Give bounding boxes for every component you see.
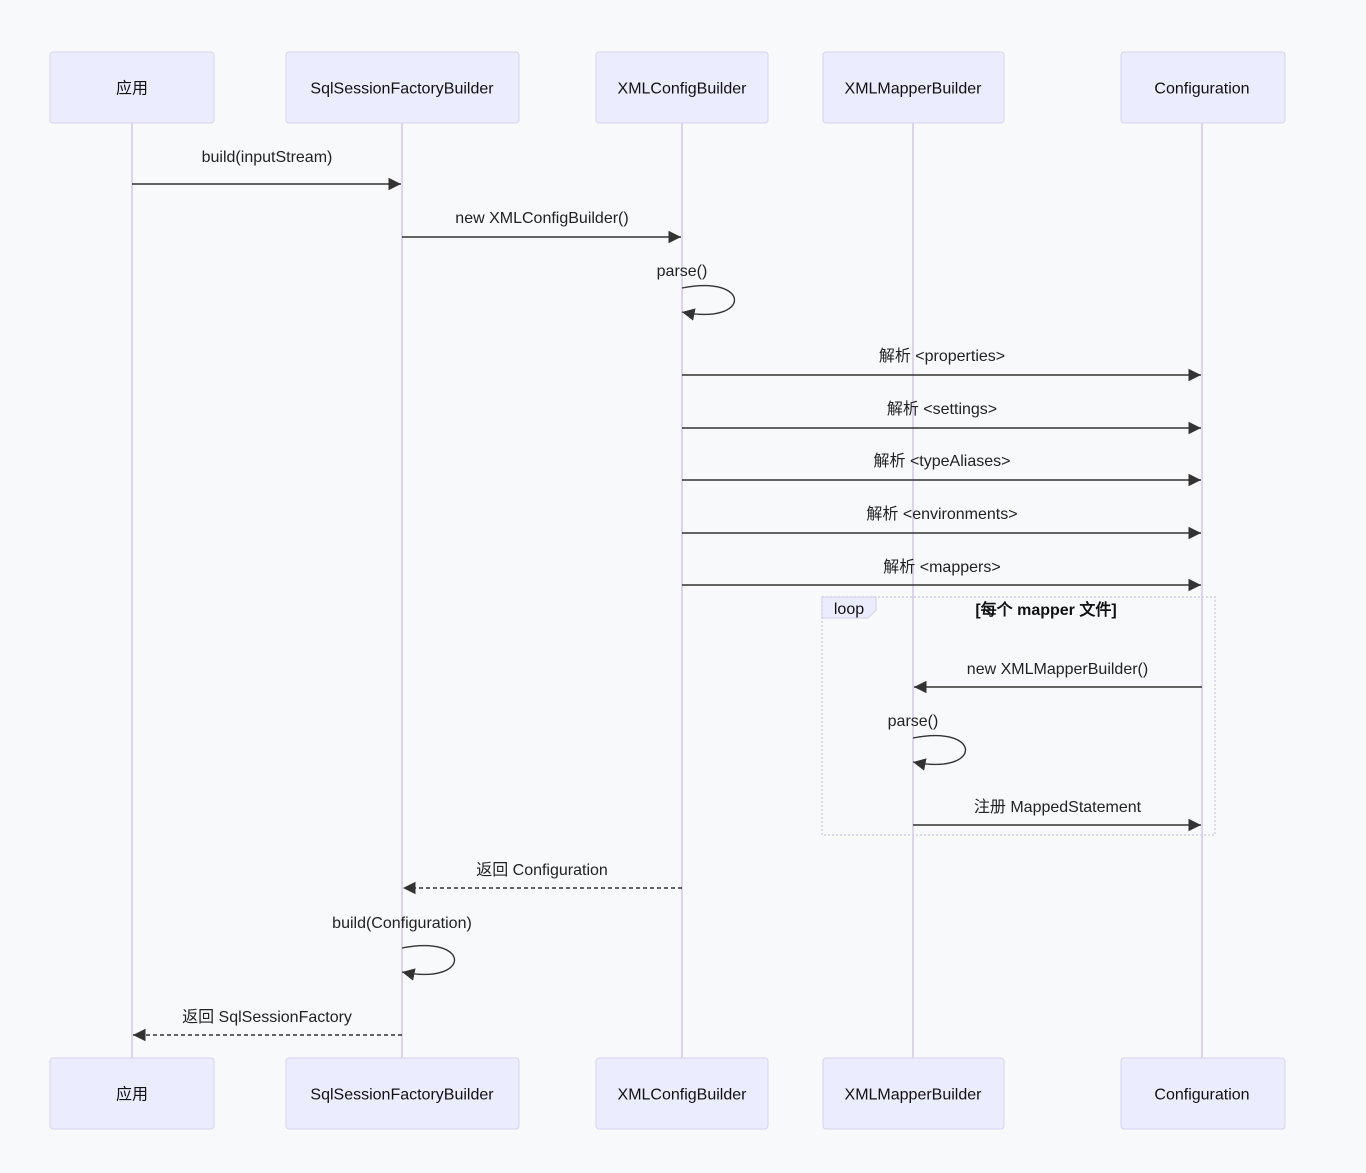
participant-box xyxy=(1120,51,1286,124)
self-message-arrow xyxy=(912,734,967,771)
message-7: 解析 <environments> xyxy=(682,505,1201,540)
self-message-arrow xyxy=(681,284,736,321)
participant-top-cfg: Configuration xyxy=(1120,51,1286,124)
loop-condition: [每个 mapper 文件] xyxy=(975,600,1116,619)
participant-box xyxy=(595,1057,769,1130)
message-label: build(Configuration) xyxy=(332,915,472,932)
participant-box xyxy=(285,51,520,124)
participant-bottom-app: 应用 xyxy=(49,1057,215,1130)
message-8: 解析 <mappers> xyxy=(682,558,1201,592)
message-12: 返回 Configuration xyxy=(403,861,682,895)
self-message-arrow xyxy=(401,944,456,981)
message-10: parse() xyxy=(888,713,967,771)
participant-bottom-cfg: Configuration xyxy=(1120,1057,1286,1130)
participant-top-sfb: SqlSessionFactoryBuilder xyxy=(285,51,520,124)
participant-label: XMLConfigBuilder xyxy=(618,1087,748,1104)
participant-box xyxy=(49,51,215,124)
message-9: new XMLMapperBuilder() xyxy=(914,661,1202,694)
message-label: parse() xyxy=(657,263,708,280)
message-label: 解析 <environments> xyxy=(866,505,1017,523)
participant-top-xcb: XMLConfigBuilder xyxy=(595,51,769,124)
participant-label: 应用 xyxy=(116,79,148,98)
participant-label: XMLConfigBuilder xyxy=(618,81,748,98)
message-label: 解析 <typeAliases> xyxy=(874,452,1011,470)
message-1: build(inputStream) xyxy=(132,149,401,191)
message-3: parse() xyxy=(657,263,736,321)
loop-frame xyxy=(821,596,1216,836)
message-5: 解析 <settings> xyxy=(682,400,1201,435)
message-13: build(Configuration) xyxy=(332,915,472,981)
message-label: 返回 Configuration xyxy=(476,861,608,879)
message-6: 解析 <typeAliases> xyxy=(682,452,1201,487)
message-label: 解析 <settings> xyxy=(887,400,997,418)
message-label: 返回 SqlSessionFactory xyxy=(182,1008,352,1026)
participant-bottom-sfb: SqlSessionFactoryBuilder xyxy=(285,1057,520,1130)
message-4: 解析 <properties> xyxy=(682,347,1201,382)
participant-label: XMLMapperBuilder xyxy=(845,81,983,98)
message-label: parse() xyxy=(888,713,939,730)
message-11: 注册 MappedStatement xyxy=(913,798,1201,832)
message-label: 注册 MappedStatement xyxy=(974,798,1142,816)
loop-label: loop xyxy=(834,601,864,618)
message-label: new XMLConfigBuilder() xyxy=(455,210,628,227)
participant-label: Configuration xyxy=(1154,81,1249,98)
participant-bottom-xcb: XMLConfigBuilder xyxy=(595,1057,769,1130)
participant-box xyxy=(49,1057,215,1130)
participant-box xyxy=(285,1057,520,1130)
participant-box xyxy=(1120,1057,1286,1130)
participant-top-app: 应用 xyxy=(49,51,215,124)
message-label: 解析 <properties> xyxy=(879,347,1005,365)
loop-tab xyxy=(821,596,877,619)
participant-box xyxy=(595,51,769,124)
message-2: new XMLConfigBuilder() xyxy=(402,210,681,244)
participant-label: SqlSessionFactoryBuilder xyxy=(310,81,494,98)
participant-label: XMLMapperBuilder xyxy=(845,1087,983,1104)
participant-label: 应用 xyxy=(116,1085,148,1104)
participant-label: SqlSessionFactoryBuilder xyxy=(310,1087,494,1104)
participant-top-xmb: XMLMapperBuilder xyxy=(822,51,1005,124)
message-label: build(inputStream) xyxy=(202,149,333,166)
message-label: 解析 <mappers> xyxy=(883,558,1000,576)
participant-bottom-xmb: XMLMapperBuilder xyxy=(822,1057,1005,1130)
participant-box xyxy=(822,1057,1005,1130)
message-14: 返回 SqlSessionFactory xyxy=(133,1008,402,1042)
message-label: new XMLMapperBuilder() xyxy=(967,661,1148,678)
participant-label: Configuration xyxy=(1154,1087,1249,1104)
participant-box xyxy=(822,51,1005,124)
